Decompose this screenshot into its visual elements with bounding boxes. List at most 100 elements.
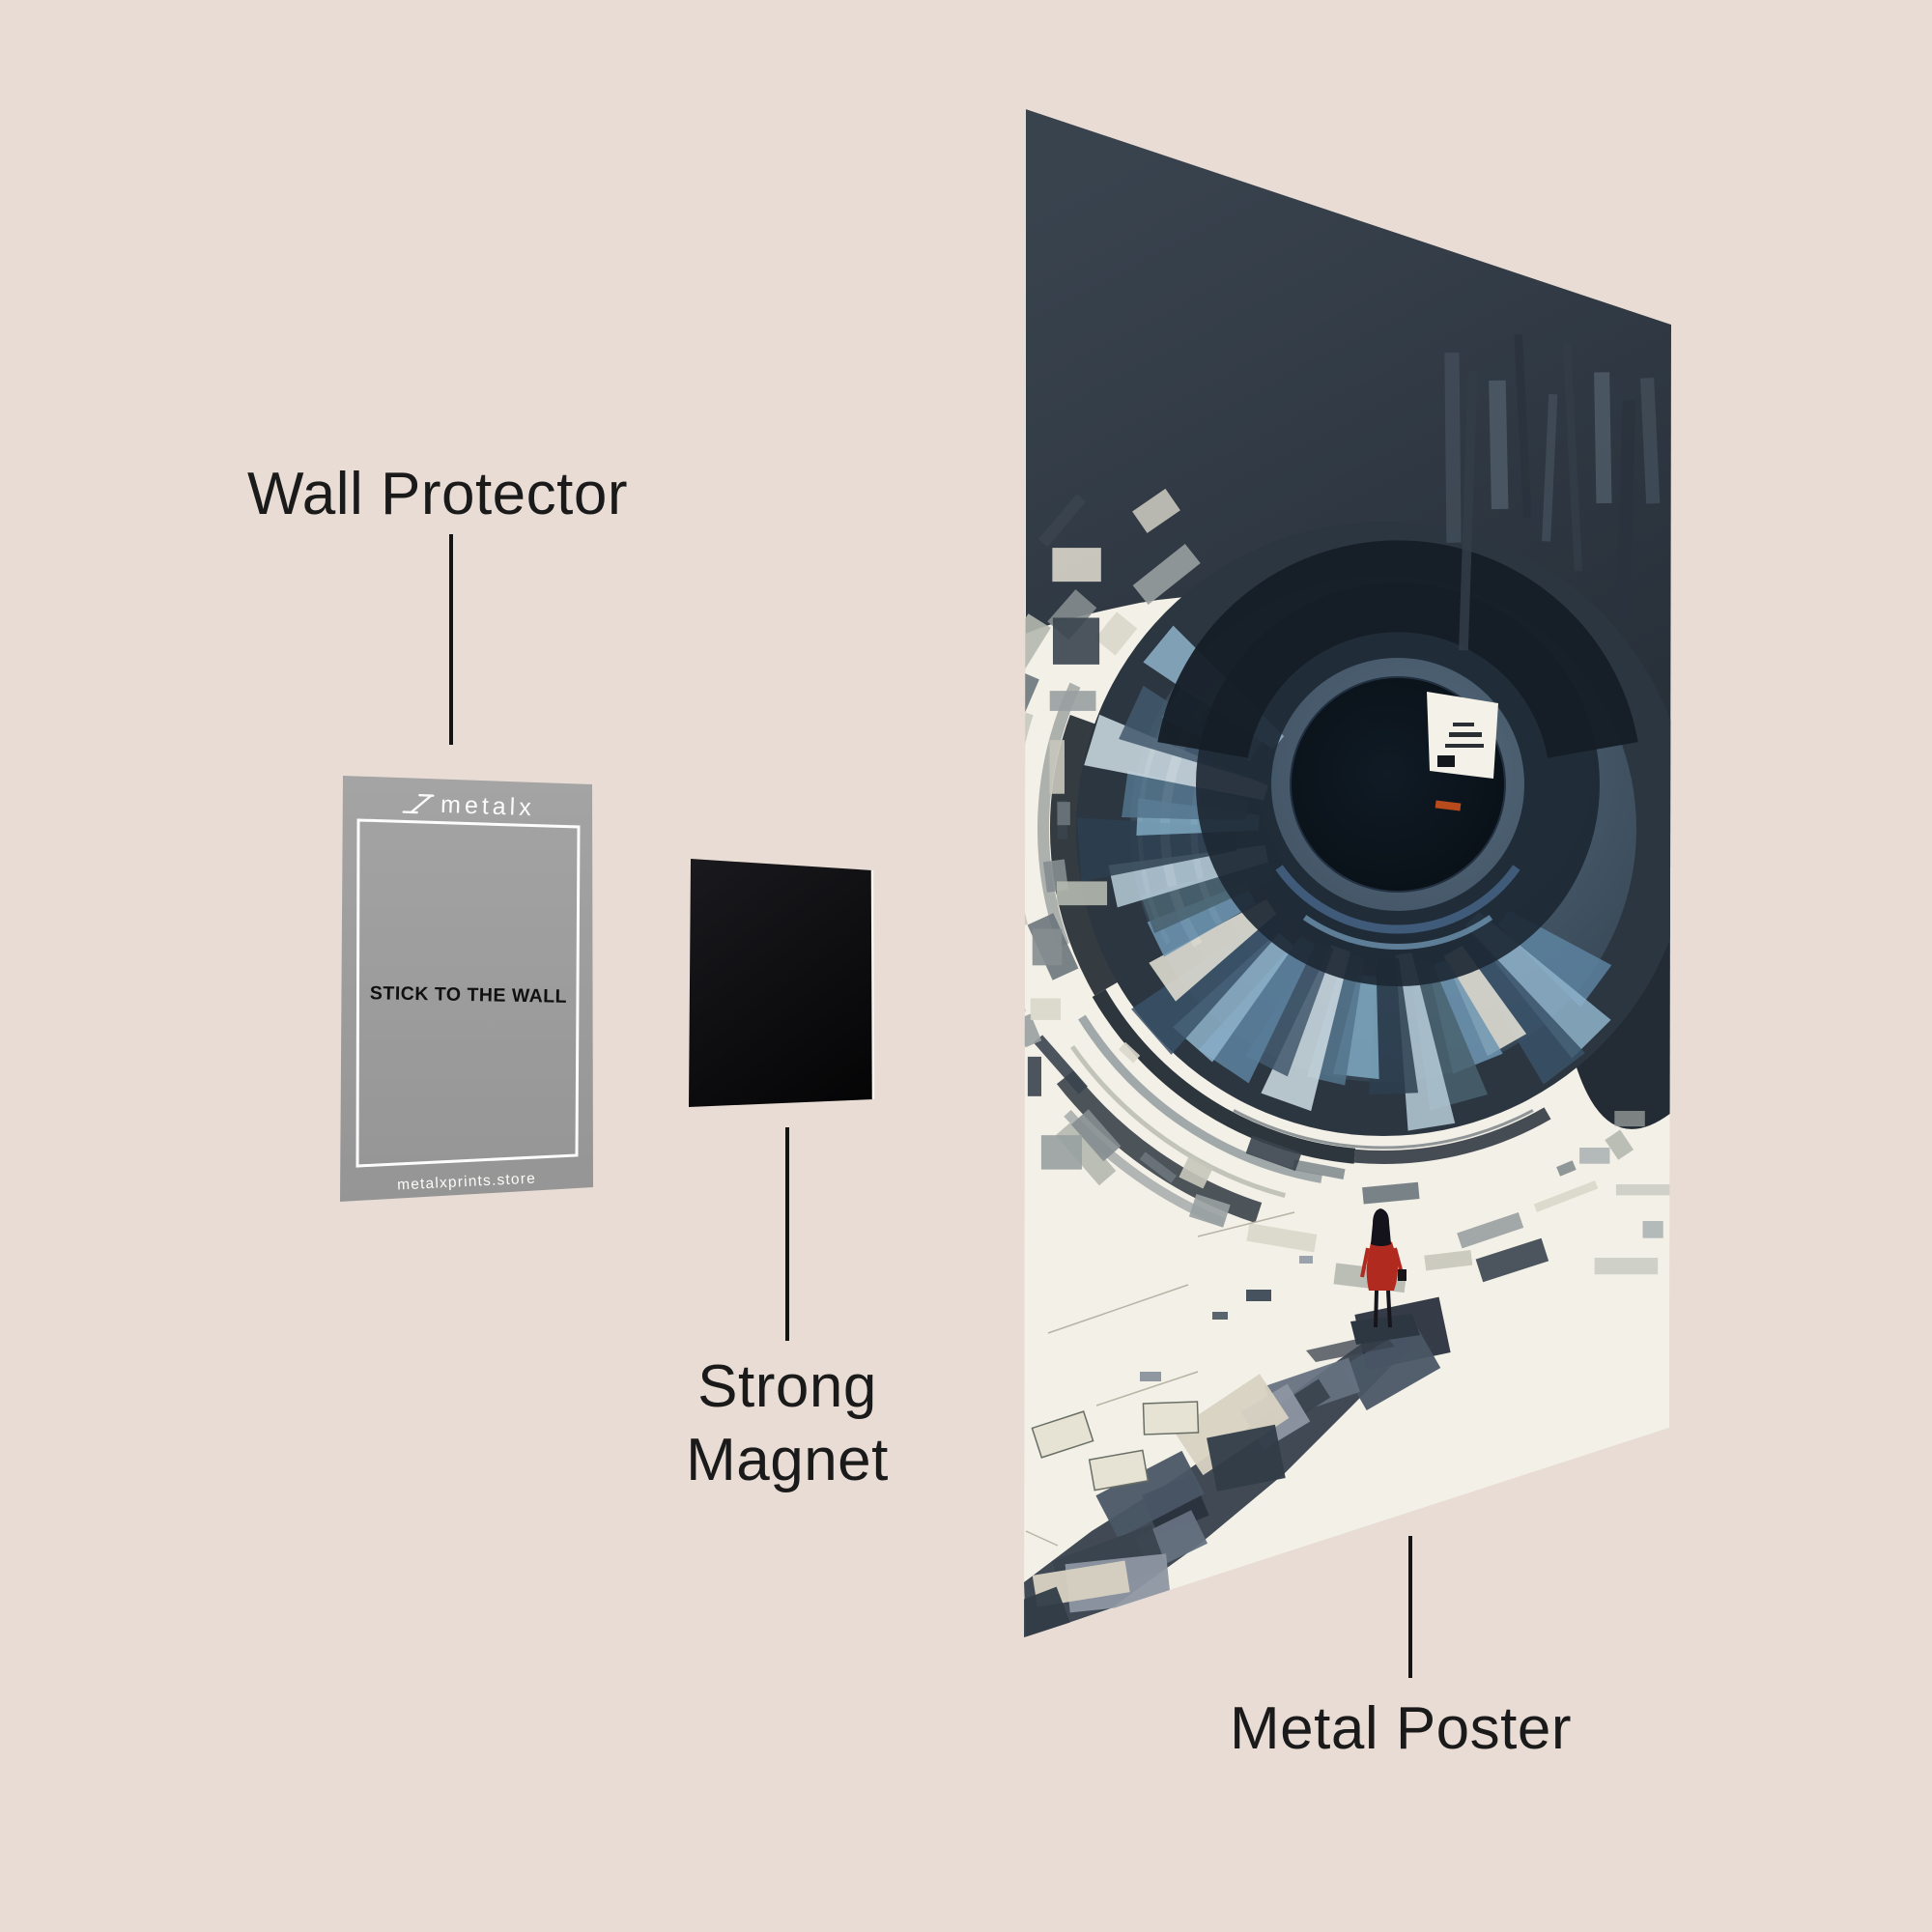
reflection-mark	[1445, 744, 1484, 748]
floor-sketch-line	[1095, 1371, 1199, 1406]
right-fade-fragment	[1642, 1221, 1663, 1238]
poster-art-outer-arcs	[1024, 682, 1551, 1228]
wall-protector-card: metalx STICK TO THE WALL metalxprints.st…	[340, 776, 593, 1202]
wall-protector-card-face	[340, 776, 593, 1202]
rim-fragment	[1246, 1223, 1318, 1253]
rim-arc	[1233, 1109, 1534, 1150]
poster-art-debris	[1024, 1296, 1451, 1637]
wall-protector-label: Wall Protector	[247, 461, 629, 527]
rim-fragment	[1424, 1249, 1473, 1271]
left-strip-fragment	[1052, 617, 1100, 665]
iris-spoke	[1173, 931, 1294, 1063]
debris-outlined-box	[1088, 1449, 1150, 1492]
debris-outlined-box	[1142, 1401, 1200, 1435]
figure-leg	[1386, 1290, 1392, 1328]
poster-art-top-mass	[1026, 109, 1671, 1129]
rim-fragment	[1457, 1212, 1524, 1249]
debris-outlined-box	[1031, 1410, 1094, 1459]
poster-art-right-streaks	[1444, 334, 1671, 1275]
rim-fragment	[962, 668, 996, 724]
poster-art-pupil-detail	[1427, 692, 1498, 811]
debris-chunk	[1024, 1586, 1075, 1637]
rim-arc	[1353, 1107, 1551, 1164]
rim-fragment	[1362, 1181, 1420, 1205]
debris-chunk	[1174, 1374, 1290, 1476]
rim-arc	[1092, 988, 1356, 1164]
card-brand-text: metalx	[440, 791, 536, 821]
rim-fragment	[1024, 957, 1027, 1018]
rim-arc	[1070, 1044, 1286, 1199]
floor-sketch-line	[1197, 1211, 1295, 1237]
logo-icon-stroke	[410, 794, 433, 814]
rim-fragment	[1132, 488, 1180, 533]
mass-streak	[1594, 372, 1612, 504]
magnet-face	[689, 859, 873, 1107]
floor-fragment	[1246, 1290, 1271, 1301]
poster-art-floor-details	[1025, 1211, 1313, 1547]
right-fade-fragment	[1594, 1258, 1659, 1275]
poster-art-left-strip-fragments	[1027, 548, 1108, 1170]
rim-fragment	[1070, 1109, 1122, 1162]
pupil-orange-glint	[1435, 800, 1462, 811]
debris-chunk	[1095, 1450, 1205, 1539]
figure-arm	[1360, 1247, 1370, 1278]
floor-sketch-line	[1047, 1284, 1189, 1334]
mass-streak	[1459, 370, 1478, 651]
card-center-text: STICK TO THE WALL	[370, 982, 568, 1008]
rim-fragment	[1094, 611, 1138, 656]
floor-fragment	[1140, 1372, 1161, 1381]
card-center-text-group: STICK TO THE WALL	[370, 982, 568, 1008]
mass-streak	[1444, 352, 1462, 543]
left-strip-fragment	[1027, 1056, 1041, 1096]
mass-streak	[1514, 334, 1532, 518]
iris-spoke	[1147, 883, 1256, 957]
figure-platform	[1350, 1314, 1420, 1345]
rim-fragment	[1118, 1041, 1141, 1064]
mass-streak	[1489, 380, 1509, 510]
rim-fragment	[994, 878, 1009, 902]
rim-fragment	[924, 826, 942, 846]
rim-fragment	[1245, 1135, 1302, 1172]
left-strip-fragment	[1049, 691, 1096, 711]
poster-art-rim-fragments	[924, 488, 1634, 1293]
figure-dress	[1366, 1238, 1399, 1291]
mass-streak	[1562, 343, 1583, 572]
rim-fragment	[1293, 1159, 1346, 1180]
strong-magnet-label: Strong Magnet	[686, 1353, 889, 1493]
rim-arc	[1078, 1014, 1322, 1183]
floor-fragment	[1212, 1312, 1228, 1320]
rim-fragment	[1033, 1035, 1088, 1094]
left-strip-fragment	[1056, 881, 1108, 906]
rim-arc	[1037, 682, 1081, 948]
left-strip-fragment	[1049, 740, 1065, 794]
figure-handbag	[1398, 1269, 1406, 1281]
iris-spoke	[1198, 935, 1316, 1084]
rim-fragment	[1475, 1237, 1549, 1283]
rim-arc	[1049, 714, 1121, 996]
strong-magnet	[689, 859, 875, 1107]
magnet-edge-highlight	[870, 869, 875, 1100]
pupil-glow-arc	[1275, 865, 1520, 934]
reflection-mark	[1437, 755, 1455, 767]
right-fade-fragment	[1615, 1184, 1671, 1196]
iris-spoke	[1076, 817, 1237, 882]
rim-fragment	[1556, 1160, 1577, 1177]
left-strip-fragment	[1057, 802, 1070, 826]
debris-chunk	[1341, 1323, 1441, 1410]
figure-head-hair	[1371, 1208, 1391, 1246]
left-strip-fragment	[1040, 1135, 1082, 1170]
reflection-mark	[1453, 723, 1474, 726]
poster-art-figure	[1306, 1208, 1420, 1362]
wall-protector-inner-border	[355, 818, 581, 1168]
iris-spoke	[1369, 958, 1419, 1095]
right-fade-fragment	[1579, 1148, 1610, 1164]
floor-sketch-line	[1025, 1530, 1059, 1547]
rim-fragment	[1139, 1151, 1178, 1183]
iris-spoke	[1149, 898, 1277, 1002]
poster-art-pupil-group	[1157, 540, 1638, 986]
floor-fragment	[1299, 1256, 1313, 1264]
left-strip-fragment	[1052, 548, 1101, 582]
rim-fragment	[1533, 1180, 1599, 1212]
figure-leg	[1374, 1290, 1378, 1328]
